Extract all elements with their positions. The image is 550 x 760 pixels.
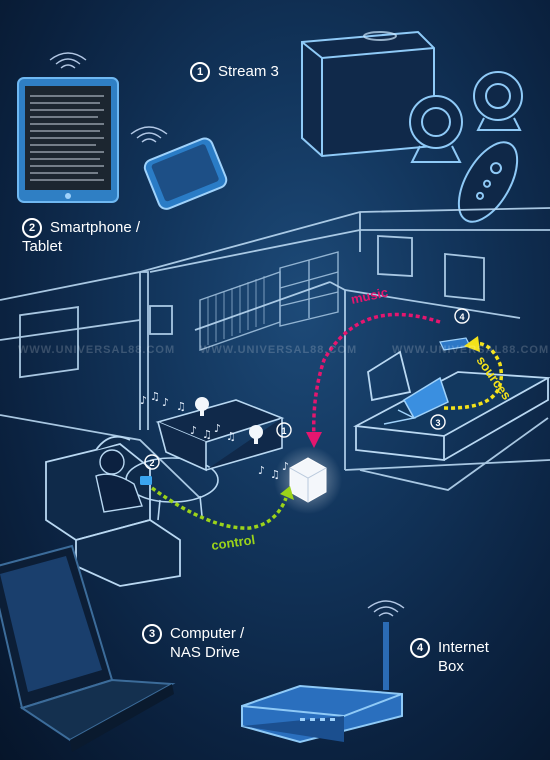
label-text: Box xyxy=(438,658,464,675)
desk xyxy=(353,350,550,462)
label-text: NAS Drive xyxy=(170,644,241,661)
label-text: Computer / xyxy=(170,625,245,642)
wifi-icon xyxy=(367,600,405,617)
speaker-icon xyxy=(195,397,263,444)
label-text: Stream 3 xyxy=(218,63,279,80)
label-number: 2 xyxy=(22,218,42,238)
laptop-icon xyxy=(383,376,449,425)
speaker-icon xyxy=(473,71,523,131)
label-number: 1 xyxy=(190,62,210,82)
watermark: WWW.UNIVERSAL88.COM xyxy=(392,344,550,356)
svg-text:♫: ♫ xyxy=(202,428,212,441)
room-marker-1 xyxy=(276,422,292,438)
tablet-icon xyxy=(17,77,119,203)
svg-text:♪: ♪ xyxy=(190,424,197,437)
person-icon xyxy=(95,449,143,513)
watermark: WWW.UNIVERSAL88.COM xyxy=(200,344,358,356)
wifi-icon xyxy=(130,126,168,143)
flow-music-label: music xyxy=(350,284,390,306)
room-marker-number: 4 xyxy=(459,312,464,322)
flow-music-arrow xyxy=(306,312,441,448)
wifi-icon xyxy=(49,52,87,69)
house-walls xyxy=(0,207,550,499)
label-computer: 3 Computer / NAS Drive xyxy=(142,624,244,662)
tv-stand xyxy=(155,399,285,472)
label-phone: 2 Smartphone / Tablet xyxy=(22,218,140,256)
smartphone-icon xyxy=(143,137,228,210)
laptop-icon xyxy=(0,544,176,752)
room-marker-2 xyxy=(144,454,160,470)
phone-in-hand-icon xyxy=(140,476,152,485)
svg-text:♪: ♪ xyxy=(162,396,169,409)
label-internet: 4 Internet Box xyxy=(410,638,489,676)
label-text: Internet xyxy=(438,639,489,656)
room-marker-number: 1 xyxy=(281,426,286,436)
label-text: Smartphone / xyxy=(50,219,141,236)
flow-control-label: control xyxy=(210,532,256,553)
speaker-icon xyxy=(409,95,463,163)
label-number: 3 xyxy=(142,624,162,644)
room-marker-3 xyxy=(430,414,446,430)
label-text: Tablet xyxy=(22,238,63,255)
flow-sources-arrow xyxy=(443,336,503,410)
svg-text:♪: ♪ xyxy=(214,422,221,435)
stream-hub-icon xyxy=(274,446,342,514)
label-stream: 1 Stream 3 xyxy=(190,62,279,82)
remote-icon xyxy=(457,141,519,223)
label-number: 4 xyxy=(410,638,430,658)
svg-text:♫: ♫ xyxy=(150,390,160,403)
router-icon xyxy=(241,622,403,744)
room-marker-number: 3 xyxy=(435,418,440,428)
room-marker-number: 2 xyxy=(149,458,154,468)
svg-text:♫: ♫ xyxy=(226,430,236,443)
svg-text:♪: ♪ xyxy=(140,394,147,407)
bookshelf xyxy=(199,251,339,351)
svg-text:♪: ♪ xyxy=(258,464,265,477)
flow-control-arrow xyxy=(150,486,294,530)
watermark: WWW.UNIVERSAL88.COM xyxy=(18,344,176,356)
sofa xyxy=(45,435,181,587)
svg-text:♫: ♫ xyxy=(176,400,186,413)
room-marker-4 xyxy=(454,308,470,324)
